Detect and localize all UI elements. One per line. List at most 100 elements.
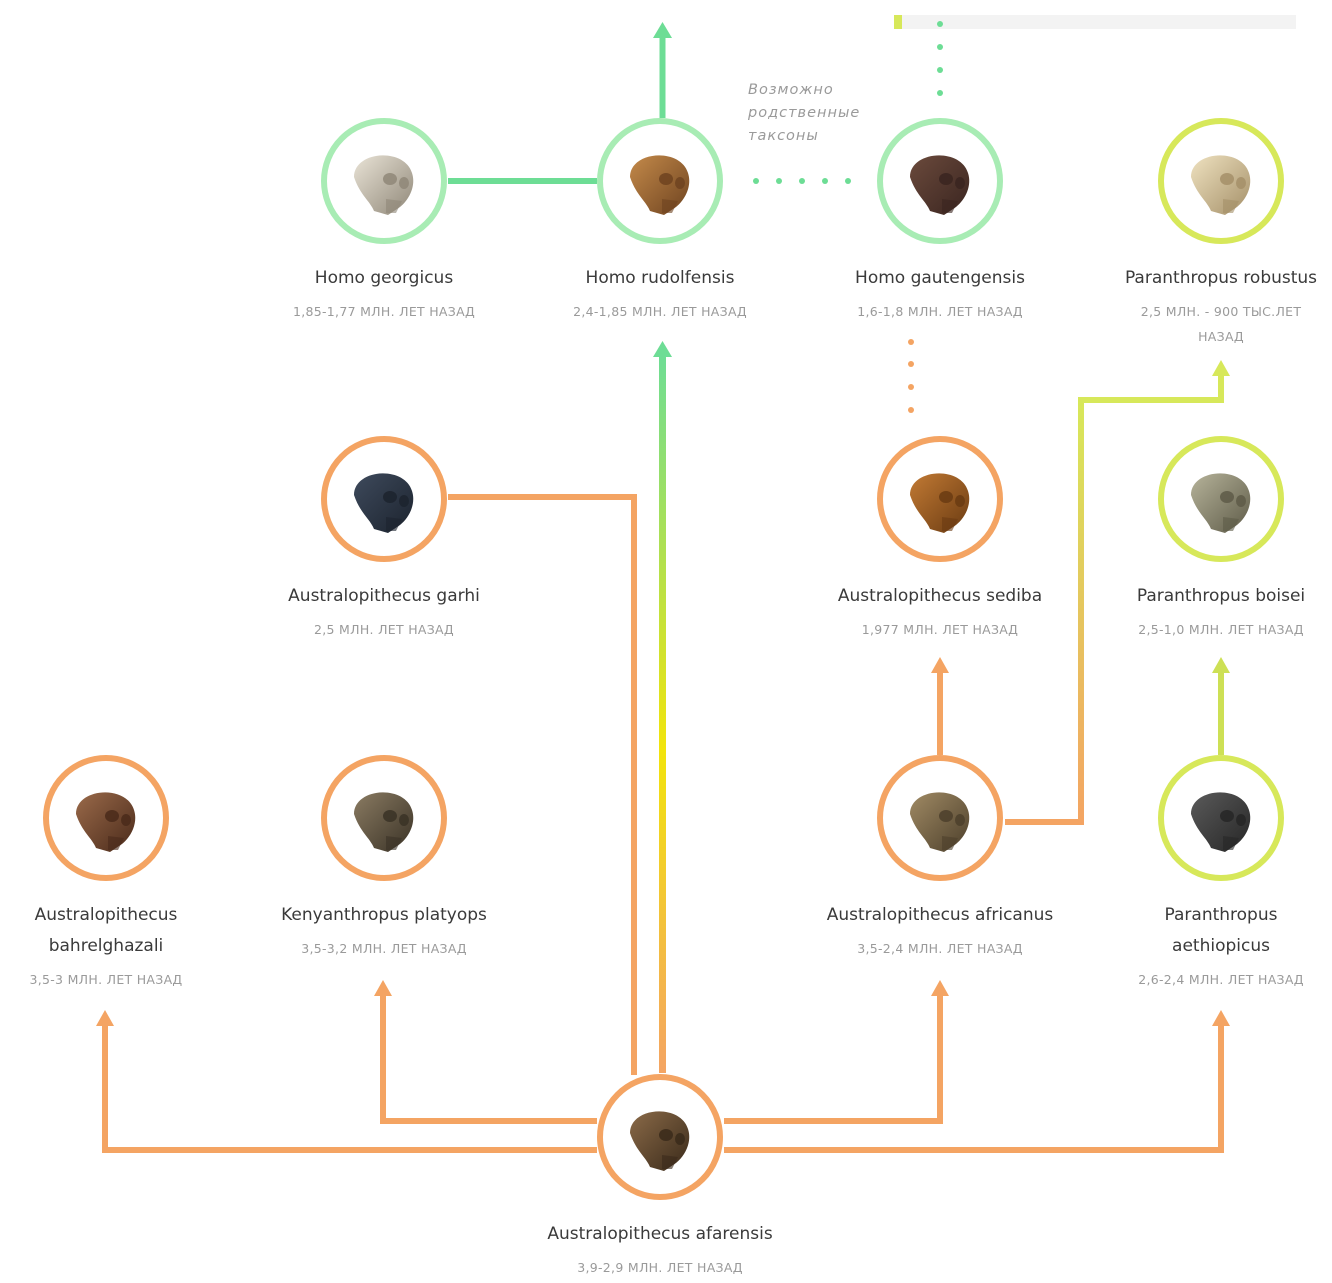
species-node-paranthropus-robustus[interactable]: Paranthropus robustus 2,5 МЛН. - 900 ТЫС.… [1125,118,1317,344]
skull-eye [1220,491,1234,503]
species-date: 3,5-2,4 МЛН. ЛЕТ НАЗАД [857,941,1023,956]
species-node-paranthropus-boisei[interactable]: Paranthropus boisei 2,5-1,0 МЛН. ЛЕТ НАЗА… [1137,436,1305,637]
species-name: Australopithecus afarensis [547,1224,773,1244]
skull-jaw [386,517,402,531]
skull-eye [1236,814,1246,826]
link-afarensis-kenyanthropus [380,995,597,1124]
dot [845,178,851,184]
species-node-australopithecus-afarensis[interactable]: Australopithecus afarensis 3,9-2,9 МЛН. Л… [547,1074,773,1275]
connectors [96,22,1230,1153]
species-name: Paranthropus robustus [1125,268,1317,288]
skull-shape [354,792,414,852]
dots-sediba-gautengensis [908,339,914,413]
skull-shape [910,473,970,533]
species-name: Australopithecus sediba [838,586,1042,606]
species-date: 1,85-1,77 МЛН. ЛЕТ НАЗАД [293,304,475,319]
skull-icon [630,155,690,215]
skull-icon [354,473,414,533]
skull-icon [1191,792,1251,852]
dot [776,178,782,184]
skull-eye [659,173,673,185]
species-date: 1,977 МЛН. ЛЕТ НАЗАД [862,622,1018,637]
species-name: Kenyanthropus platyops [281,905,487,925]
skull-icon [354,155,414,215]
skull-icon [354,792,414,852]
link-afarensis-rudolfensis [659,354,666,1073]
species-name: Paranthropus [1165,905,1278,925]
species-node-australopithecus-garhi[interactable]: Australopithecus garhi 2,5 МЛН. ЛЕТ НАЗАД [288,436,480,637]
skull-jaw [1223,836,1239,850]
arrow-head [931,657,949,673]
skull-icon [910,792,970,852]
link-afarensis-bahrelghazali [102,1025,597,1153]
skull-jaw [942,836,958,850]
skull-eye [1236,495,1246,507]
link-afarensis-africanus [724,995,943,1124]
skull-eye [955,495,965,507]
species-name: Australopithecus [35,905,178,925]
species-date: 2,5 МЛН. - 900 ТЫС.ЛЕТ [1141,304,1302,319]
species-node-australopithecus-sediba[interactable]: Australopithecus sediba 1,977 МЛН. ЛЕТ НА… [838,436,1042,637]
species-name: Homo rudolfensis [586,268,735,288]
skull-eye [383,491,397,503]
skull-eye [383,810,397,822]
species-date: НАЗАД [1198,329,1244,344]
skull-jaw [1223,199,1239,213]
species-date: 2,5-1,0 МЛН. ЛЕТ НАЗАД [1138,622,1304,637]
skull-icon [1191,155,1251,215]
dot [908,407,914,413]
skull-shape [1191,792,1251,852]
dots-gautengensis-up [937,21,943,96]
skull-eye [659,1129,673,1141]
skull-jaw [662,1155,678,1169]
dot [937,67,943,73]
note-line: Возможно [748,82,834,98]
top-progress-bar-track [896,15,1296,29]
link-afarensis-garhi [448,494,637,1075]
species-name: Australopithecus africanus [827,905,1054,925]
dot [937,44,943,50]
species-node-australopithecus-africanus[interactable]: Australopithecus africanus 3,5-2,4 МЛН. Л… [827,755,1054,956]
species-date: 3,9-2,9 МЛН. ЛЕТ НАЗАД [577,1260,743,1275]
species-name: Australopithecus garhi [288,586,480,606]
skull-icon [910,155,970,215]
skull-eye [399,177,409,189]
dotted-connectors [753,21,943,413]
skull-jaw [1223,517,1239,531]
skull-eye [383,173,397,185]
arrow-head [1212,657,1230,673]
skull-icon [1191,473,1251,533]
skull-jaw [662,199,678,213]
skull-eye [399,495,409,507]
skull-eye [121,814,131,826]
top-progress-bar [894,15,1296,29]
species-date: 2,6-2,4 МЛН. ЛЕТ НАЗАД [1138,972,1304,987]
arrow-head [653,22,672,38]
dot [908,339,914,345]
link-afarensis-aethiopicus [724,1025,1224,1153]
skull-eye [955,177,965,189]
skull-eye [939,173,953,185]
arrow-head [96,1010,114,1026]
dot [937,21,943,27]
species-name: Homo gautengensis [855,268,1025,288]
species-node-paranthropus-aethiopicus[interactable]: Paranthropus aethiopicus 2,6-2,4 МЛН. ЛЕТ … [1138,755,1304,987]
skull-eye [939,491,953,503]
skull-jaw [942,517,958,531]
skull-jaw [386,199,402,213]
species-name: Paranthropus boisei [1137,586,1305,606]
skull-jaw [942,199,958,213]
skull-shape [76,792,136,852]
skull-shape [1191,155,1251,215]
link-africanus-robustus-top [1078,375,1224,403]
skull-shape [910,792,970,852]
species-name: aethiopicus [1172,936,1270,956]
species-date: 2,5 МЛН. ЛЕТ НАЗАД [314,622,454,637]
skull-shape [910,155,970,215]
